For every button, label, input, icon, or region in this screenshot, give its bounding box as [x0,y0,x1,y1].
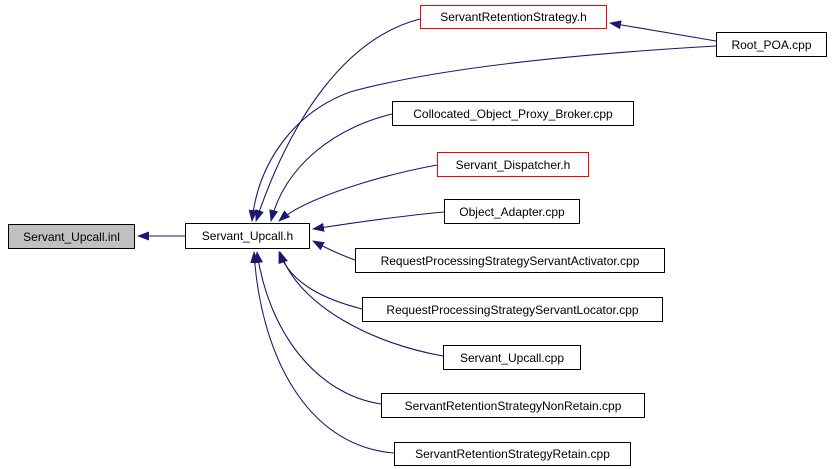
edge-srs-h-to-upcall-h [255,18,421,222]
node-root-poa-cpp[interactable]: Root_POA.cpp [716,32,827,57]
node-servant-retention-strategy-h[interactable]: ServantRetentionStrategy.h [420,5,607,29]
node-servant-dispatcher-h[interactable]: Servant_Dispatcher.h [437,152,589,177]
node-request-processing-strategy-servant-activator-cpp[interactable]: RequestProcessingStrategyServantActivato… [355,248,665,273]
node-servant-retention-strategy-nonretain-cpp[interactable]: ServantRetentionStrategyNonRetain.cpp [381,393,645,418]
node-request-processing-strategy-servant-locator-cpp[interactable]: RequestProcessingStrategyServantLocator.… [362,297,663,322]
node-servant-upcall-h[interactable]: Servant_Upcall.h [185,223,310,249]
node-object-adapter-cpp[interactable]: Object_Adapter.cpp [444,199,580,224]
edge-collocated-to-upcall-h [269,113,393,222]
edge-root-poa-to-srs-h [609,20,717,42]
edge-dispatcher-to-upcall-h [278,164,438,222]
edge-locator-to-upcall-h [278,251,363,310]
edge-activator-to-upcall-h [312,240,356,261]
node-servant-retention-strategy-retain-cpp[interactable]: ServantRetentionStrategyRetain.cpp [394,442,631,466]
edge-retain-to-upcall-h [250,251,395,454]
edge-nonretain-to-upcall-h [254,251,382,405]
edge-upcall-cpp-to-upcall-h [279,251,444,357]
edge-object-adapter-to-upcall-h [312,211,445,232]
node-servant-upcall-inl[interactable]: Servant_Upcall.inl [8,224,135,249]
node-collocated-object-proxy-broker-cpp[interactable]: Collocated_Object_Proxy_Broker.cpp [392,101,634,126]
node-servant-upcall-cpp[interactable]: Servant_Upcall.cpp [443,345,581,370]
edge-root-poa-to-upcall-h [248,45,717,222]
